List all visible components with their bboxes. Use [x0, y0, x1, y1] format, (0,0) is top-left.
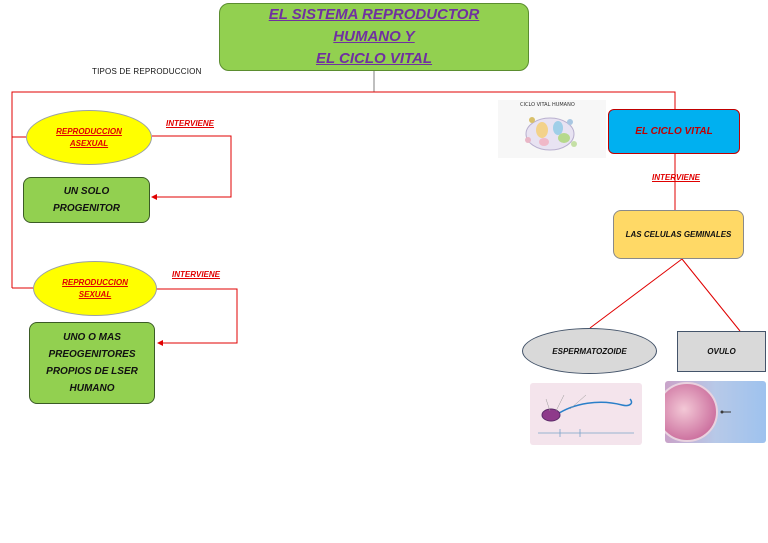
main-branch-line — [11, 91, 676, 288]
asexual-label-line1: REPRODUCCION — [56, 126, 122, 136]
single-parent-line1: UN SOLO — [63, 186, 110, 197]
ovule-box: OVULO — [677, 331, 766, 372]
multiple-parents-line2: PREOGENITORES — [48, 349, 136, 360]
germ-cells-box: LAS CELULAS GEMINALES — [613, 210, 744, 259]
single-parent-line2: PROGENITOR — [52, 203, 121, 214]
sperm-drawing — [530, 383, 642, 445]
cells-to-ovule-line — [681, 258, 741, 332]
life-cycle-drawing — [525, 117, 577, 151]
main-title-line2: EL CICLO VITAL — [315, 50, 433, 67]
asexual-label-line2: ASEXUAL — [69, 138, 109, 148]
single-parent-box: UN SOLO PROGENITOR — [23, 177, 150, 223]
reproduction-types-caption: TIPOS DE REPRODUCCION — [92, 67, 202, 76]
multiple-parents-line4: HUMANO — [69, 383, 115, 394]
asexual-elbow-connector — [151, 135, 232, 200]
sperm-ellipse: ESPERMATOZOIDE — [522, 328, 657, 374]
sexual-label-line2: SEXUAL — [78, 289, 112, 299]
asexual-reproduction-ellipse: REPRODUCCION ASEXUAL — [26, 110, 152, 165]
main-title-box: EL SISTEMA REPRODUCTOR HUMANO Y EL CICLO… — [219, 3, 529, 71]
sexual-elbow-connector — [156, 288, 238, 346]
sexual-label-line1: REPRODUCCION — [62, 277, 128, 287]
life-cycle-illustration: CICLO VITAL HUMANO — [498, 100, 606, 158]
multiple-parents-line3: PROPIOS DE LSER — [46, 366, 138, 377]
cycle-interviene-label: INTERVIENE — [652, 173, 701, 182]
asexual-interviene-label: INTERVIENE — [166, 119, 215, 128]
ovule-drawing — [656, 381, 766, 443]
life-cycle-box: EL CICLO VITAL — [608, 109, 740, 154]
ovule-illustration — [656, 381, 766, 443]
multiple-parents-line1: UNO O MAS — [63, 332, 121, 343]
sexual-reproduction-ellipse: REPRODUCCION SEXUAL — [33, 261, 157, 316]
sperm-illustration — [530, 383, 642, 445]
sexual-interviene-label: INTERVIENE — [172, 270, 221, 279]
multiple-parents-box: UNO O MAS PREOGENITORES PROPIOS DE LSER … — [29, 322, 155, 404]
life-cycle-illustration-caption: CICLO VITAL HUMANO — [520, 102, 575, 108]
main-title-line1: EL SISTEMA REPRODUCTOR HUMANO Y — [268, 6, 480, 45]
cells-to-sperm-line — [589, 258, 683, 329]
